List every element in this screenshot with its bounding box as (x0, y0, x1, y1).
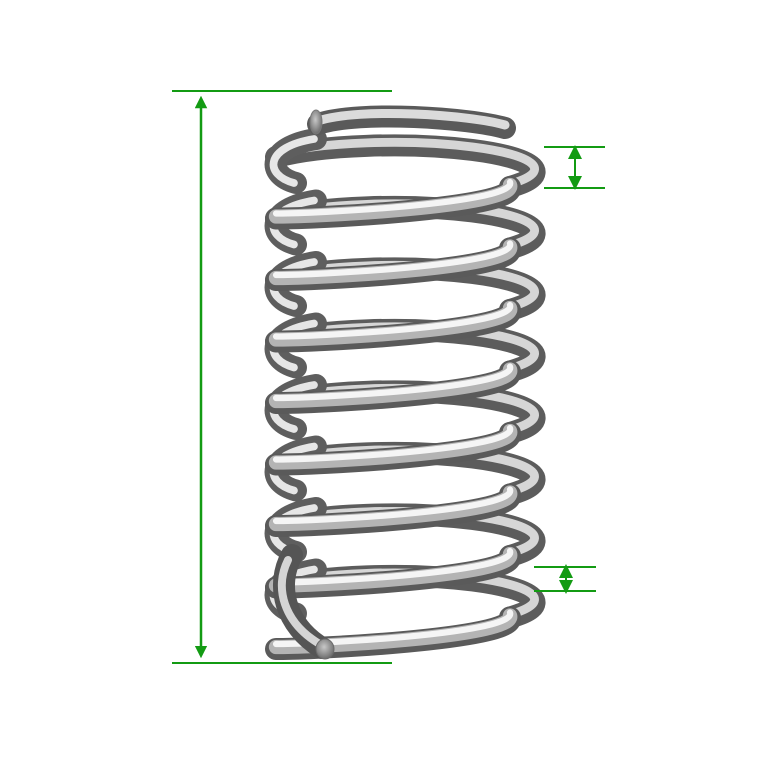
coil-front-arc (265, 606, 521, 661)
pitch-dimension (544, 145, 605, 190)
coil-left-bend (264, 128, 327, 194)
coil-front-arc (265, 176, 521, 230)
coil-front-arc (265, 422, 521, 476)
coil-back-arc (265, 134, 546, 198)
coil-front-arc (265, 237, 521, 292)
free-length-dimension (172, 90, 392, 664)
spring-coils-front (265, 176, 521, 661)
spring-illustration (264, 105, 546, 661)
spring-bottom-end (273, 544, 335, 660)
spring-top-end (307, 105, 516, 139)
coil-front-arc (265, 360, 521, 415)
coil-front-arc (265, 299, 521, 353)
wire-diameter-dimension (534, 564, 596, 594)
coil-front-arc (265, 483, 521, 538)
coil-front-arc (265, 545, 521, 599)
